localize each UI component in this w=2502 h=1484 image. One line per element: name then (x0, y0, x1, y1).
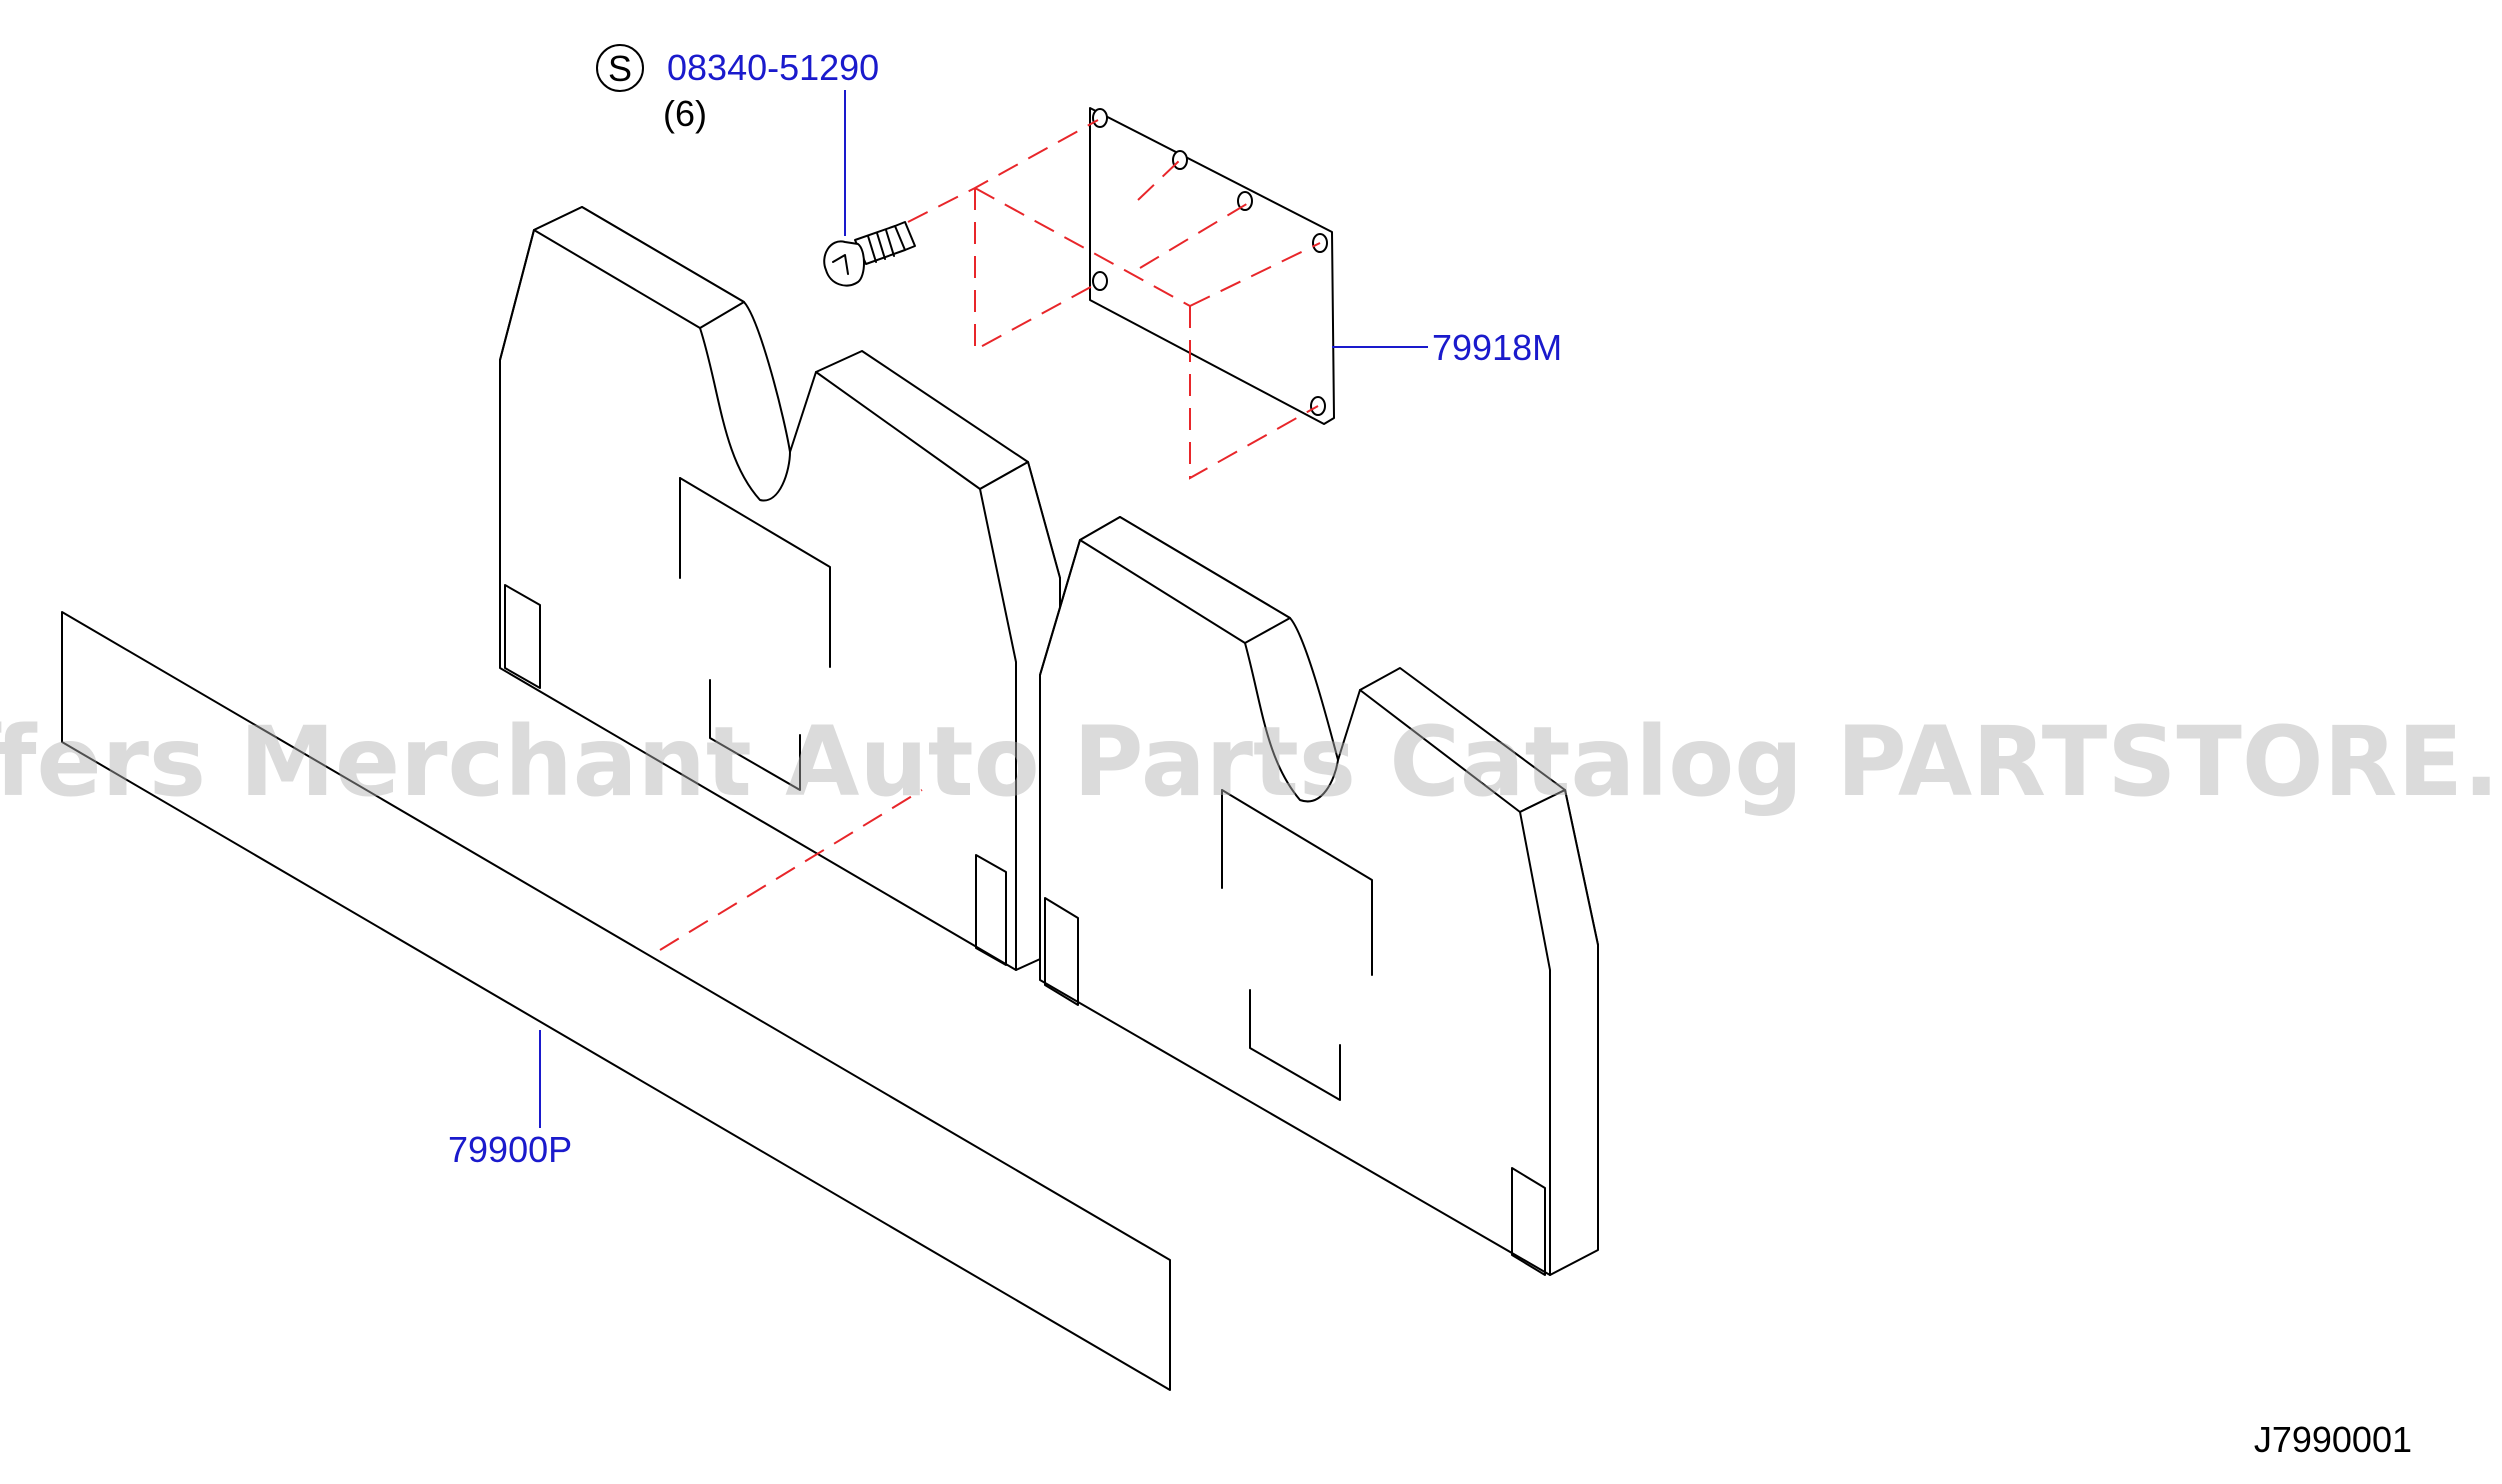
watermark-text: Offers Merchant Auto Parts Catalog PARTS… (0, 706, 2502, 818)
standard-part-quantity: (6) (663, 93, 707, 134)
callout-79918m[interactable]: 79918M (1432, 327, 1562, 368)
standard-part-symbol-circle (596, 44, 644, 92)
phantom-lines (659, 119, 1321, 951)
figure-code: J7990001 (2254, 1419, 2412, 1460)
standard-part-callout[interactable]: S 08340-51290 (6) (596, 44, 879, 134)
part-79918m-plate[interactable] (1089, 107, 1335, 425)
part-board-right[interactable] (1039, 516, 1599, 1276)
leader-lines (539, 90, 1428, 1128)
standard-part-number[interactable]: 08340-51290 (667, 47, 879, 88)
standard-part-symbol: S (608, 48, 632, 89)
part-board-left[interactable] (499, 206, 1061, 971)
part-79900p-strip[interactable] (61, 611, 1171, 1391)
callout-79900p[interactable]: 79900P (448, 1129, 572, 1170)
screw-08340-51290[interactable] (823, 221, 916, 287)
